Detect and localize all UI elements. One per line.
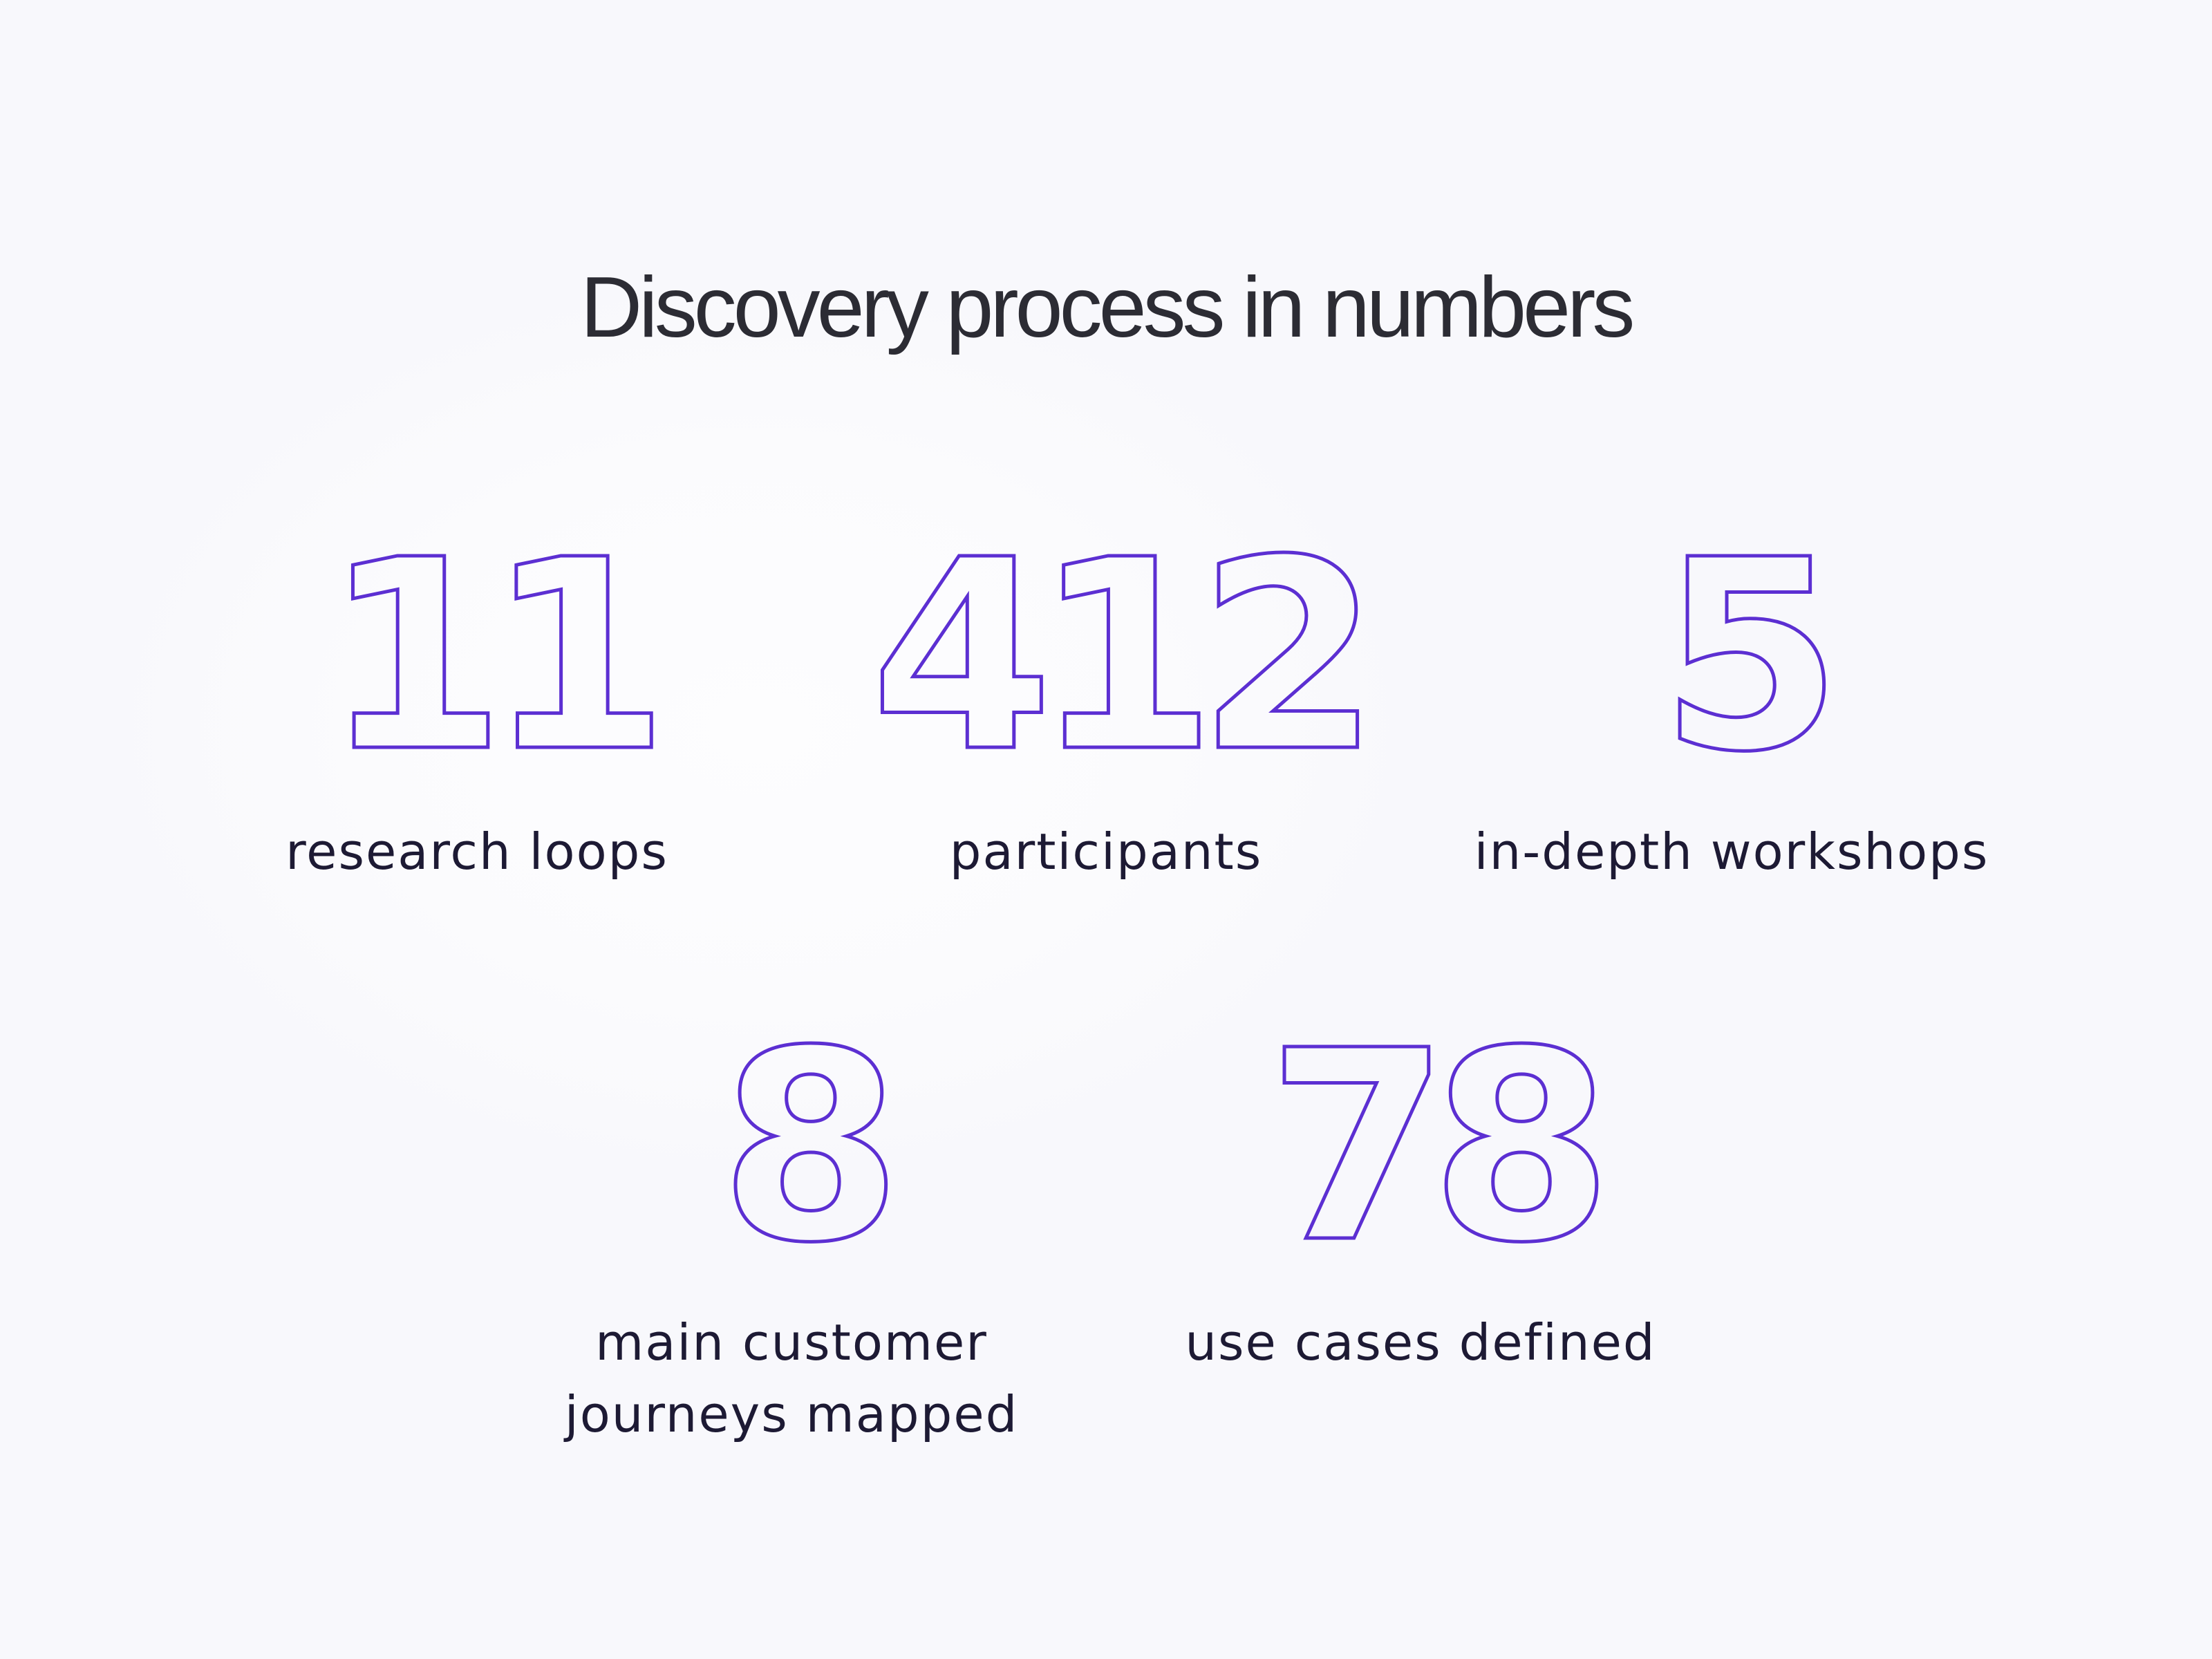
stat-number: 412 [869, 503, 1382, 809]
stat-label: research loops [285, 823, 668, 881]
stat-use-cases: 78 use cases defined [1109, 1014, 1732, 1378]
stat-number: 78 [1265, 994, 1615, 1300]
stat-number: 11 [321, 503, 671, 809]
page-title: Discovery process in numbers [580, 260, 1635, 356]
stat-number: 5 [1658, 503, 1844, 809]
stat-research-loops: 11 research loops [166, 523, 788, 888]
stat-customer-journeys: 8 main customer journeys mapped [480, 1014, 1103, 1450]
stat-workshops: 5 in-depth workshops [1421, 523, 2043, 888]
stat-participants: 412 participants [795, 523, 1417, 888]
stat-label: participants [949, 823, 1263, 881]
stat-label: use cases defined [1185, 1313, 1656, 1371]
stat-number: 8 [718, 994, 903, 1300]
stat-label: main customer journeys mapped [564, 1313, 1019, 1443]
stat-label: in-depth workshops [1474, 823, 1989, 881]
